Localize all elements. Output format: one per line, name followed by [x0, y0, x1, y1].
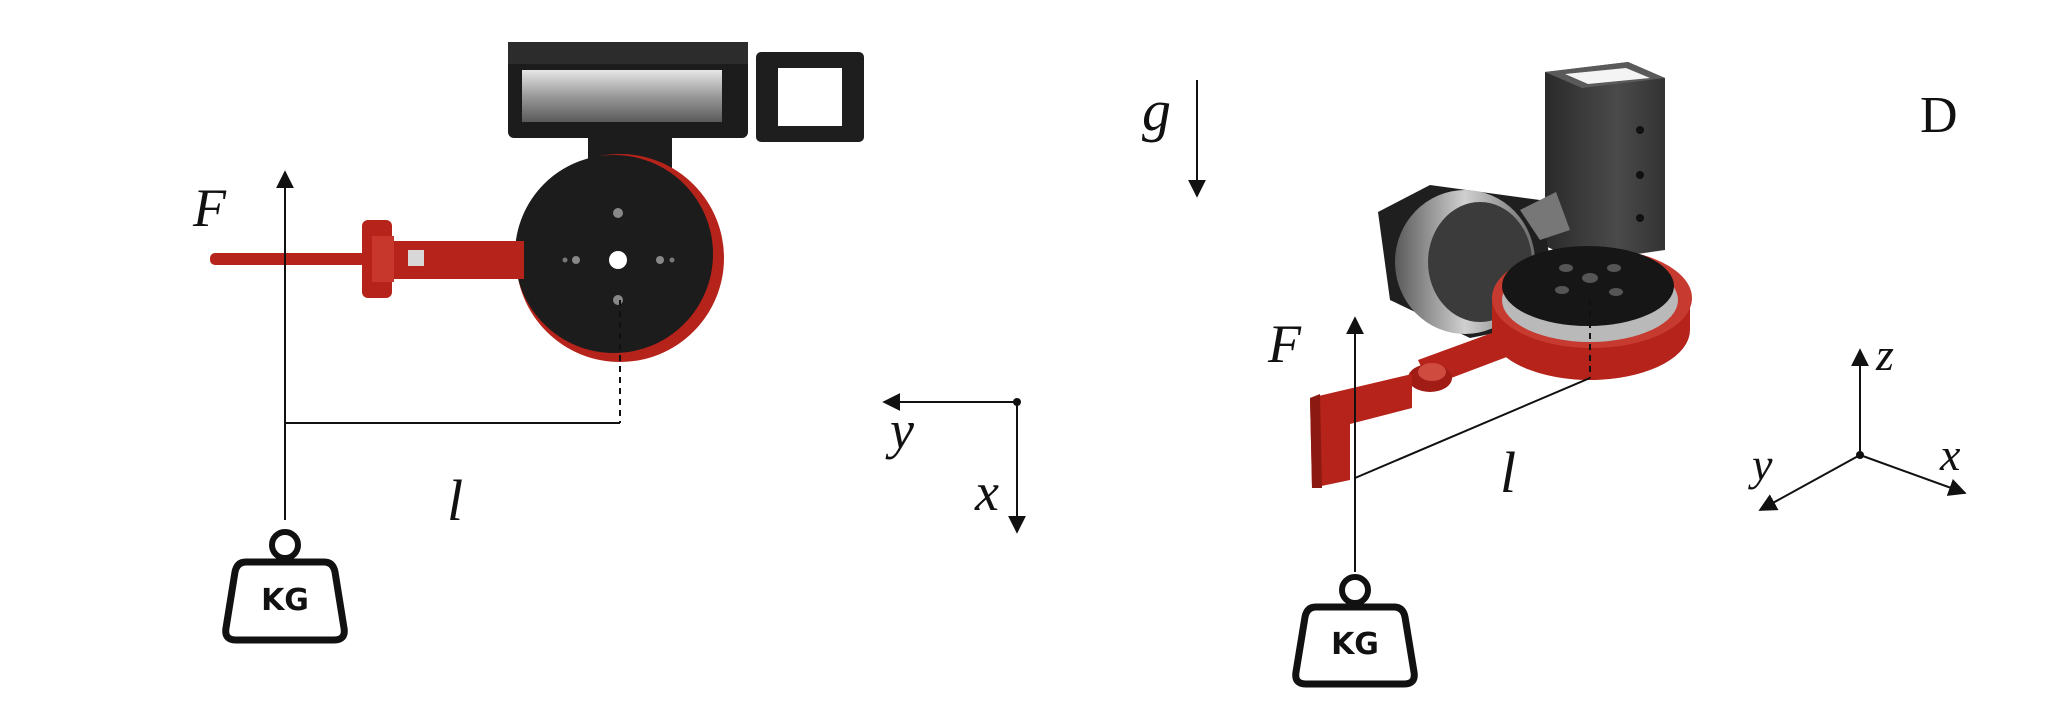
- iso-end-plate: [1310, 374, 1412, 488]
- top-view-mechanism: [210, 42, 864, 362]
- iso-view-annotations: F l g D KG z y x: [1142, 78, 1967, 688]
- iso-force-label: F: [1267, 314, 1302, 374]
- arm-rod: [210, 253, 366, 265]
- iso-view-mechanism: [1310, 62, 1692, 488]
- gravity-label: g: [1142, 78, 1171, 143]
- iso-axis-z-label: z: [1875, 329, 1894, 380]
- weight-icon: KG: [222, 529, 348, 644]
- force-label: F: [192, 178, 227, 238]
- iso-axis-y-label: y: [1748, 439, 1773, 490]
- weight-label: KG: [261, 583, 309, 618]
- servo-bearing: [522, 70, 722, 122]
- axis-x-label: x: [974, 462, 999, 522]
- length-label: l: [447, 468, 463, 533]
- top-view-annotations: F l KG y x: [192, 170, 1026, 644]
- iso-length-label: l: [1500, 440, 1516, 505]
- iso-axis-x-label: x: [1939, 429, 1961, 480]
- iso-weight-label: KG: [1331, 627, 1379, 662]
- iso-view-axes: z y x: [1748, 329, 1967, 511]
- panel-label: D: [1920, 87, 1958, 144]
- iso-weight-icon: KG: [1292, 574, 1418, 688]
- axis-y-label: y: [885, 400, 914, 460]
- iso-rotor-black: [1502, 246, 1674, 326]
- iso-length-dimension: [1354, 377, 1591, 479]
- top-view-axes: y x: [882, 393, 1026, 534]
